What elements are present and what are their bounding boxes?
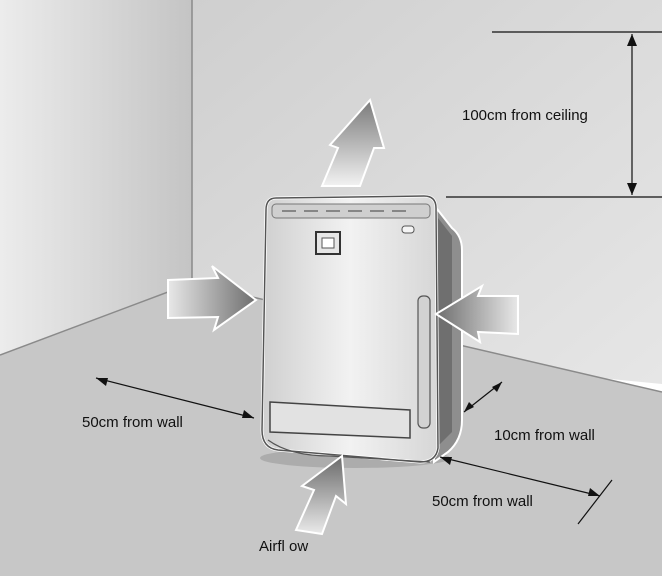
left-wall-dimension	[95, 377, 255, 419]
air-purifier	[260, 194, 463, 468]
side-intake-slot	[417, 295, 431, 429]
back-wall-dimension	[463, 381, 503, 413]
ceiling-dimension	[446, 31, 662, 198]
ceiling-distance-label: 100cm from ceiling	[462, 107, 588, 124]
airflow-label: Airfl ow	[259, 538, 309, 555]
right-wall-distance-label: 50cm from wall	[432, 493, 533, 510]
indicator-lamp	[401, 225, 415, 234]
front-vent	[269, 401, 411, 439]
left-intake-arrow	[167, 265, 258, 333]
right-wall-dimension	[439, 456, 613, 525]
bottom-intake-arrow	[294, 454, 348, 536]
right-intake-arrow	[434, 283, 519, 345]
floor-edge-left	[0, 282, 193, 356]
back-wall-distance-label: 10cm from wall	[494, 427, 595, 444]
left-wall	[0, 0, 192, 355]
outlet-airflow-arrow	[320, 97, 386, 187]
left-wall-distance-label: 50cm from wall	[82, 414, 183, 431]
